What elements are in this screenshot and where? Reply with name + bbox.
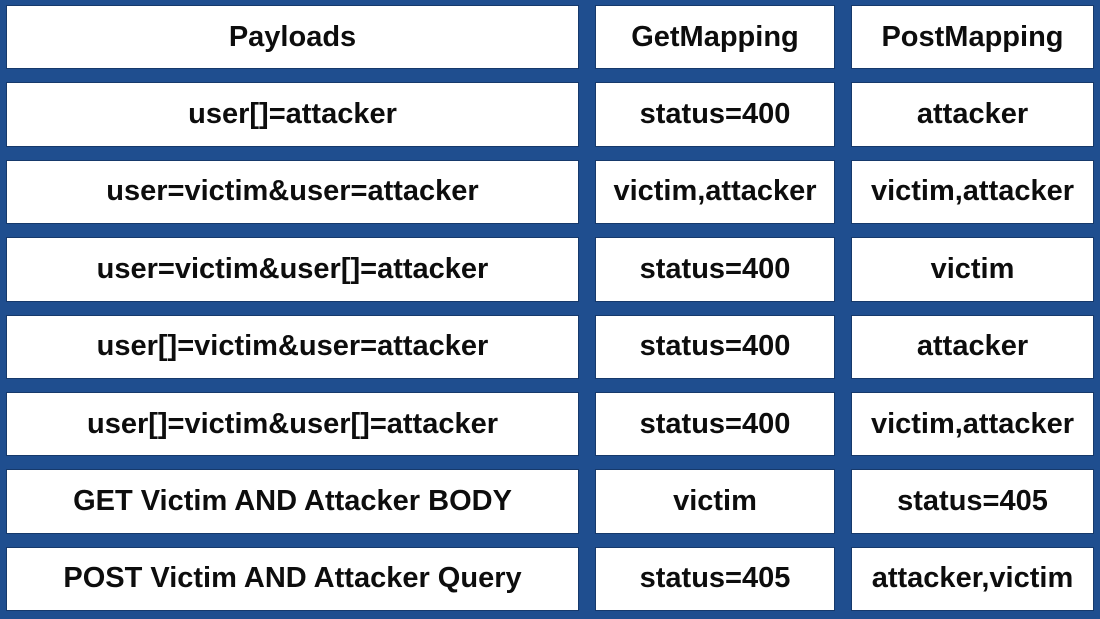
postmapping-cell: attacker bbox=[851, 314, 1094, 379]
postmapping-cell: attacker,victim bbox=[851, 546, 1094, 611]
payload-cell: user[]=victim&user[]=attacker bbox=[6, 391, 579, 457]
getmapping-cell: status=400 bbox=[595, 237, 835, 302]
payload-cell: user[]=attacker bbox=[6, 82, 579, 147]
payload-cell: POST Victim AND Attacker Query bbox=[6, 546, 579, 611]
payload-cell: user[]=victim&user=attacker bbox=[6, 314, 579, 379]
header-payloads: Payloads bbox=[6, 5, 579, 70]
header-getmapping: GetMapping bbox=[595, 5, 835, 70]
postmapping-cell: status=405 bbox=[851, 469, 1094, 534]
getmapping-cell: status=400 bbox=[595, 314, 835, 379]
payload-cell: user=victim&user[]=attacker bbox=[6, 237, 579, 302]
getmapping-cell: status=405 bbox=[595, 546, 835, 611]
postmapping-cell: victim,attacker bbox=[851, 391, 1094, 457]
header-postmapping: PostMapping bbox=[851, 5, 1094, 70]
postmapping-cell: attacker bbox=[851, 82, 1094, 147]
getmapping-cell: victim bbox=[595, 469, 835, 534]
payload-cell: GET Victim AND Attacker BODY bbox=[6, 469, 579, 534]
getmapping-cell: victim,attacker bbox=[595, 159, 835, 225]
postmapping-cell: victim bbox=[851, 237, 1094, 302]
payload-cell: user=victim&user=attacker bbox=[6, 159, 579, 225]
getmapping-cell: status=400 bbox=[595, 391, 835, 457]
getmapping-cell: status=400 bbox=[595, 82, 835, 147]
postmapping-cell: victim,attacker bbox=[851, 159, 1094, 225]
